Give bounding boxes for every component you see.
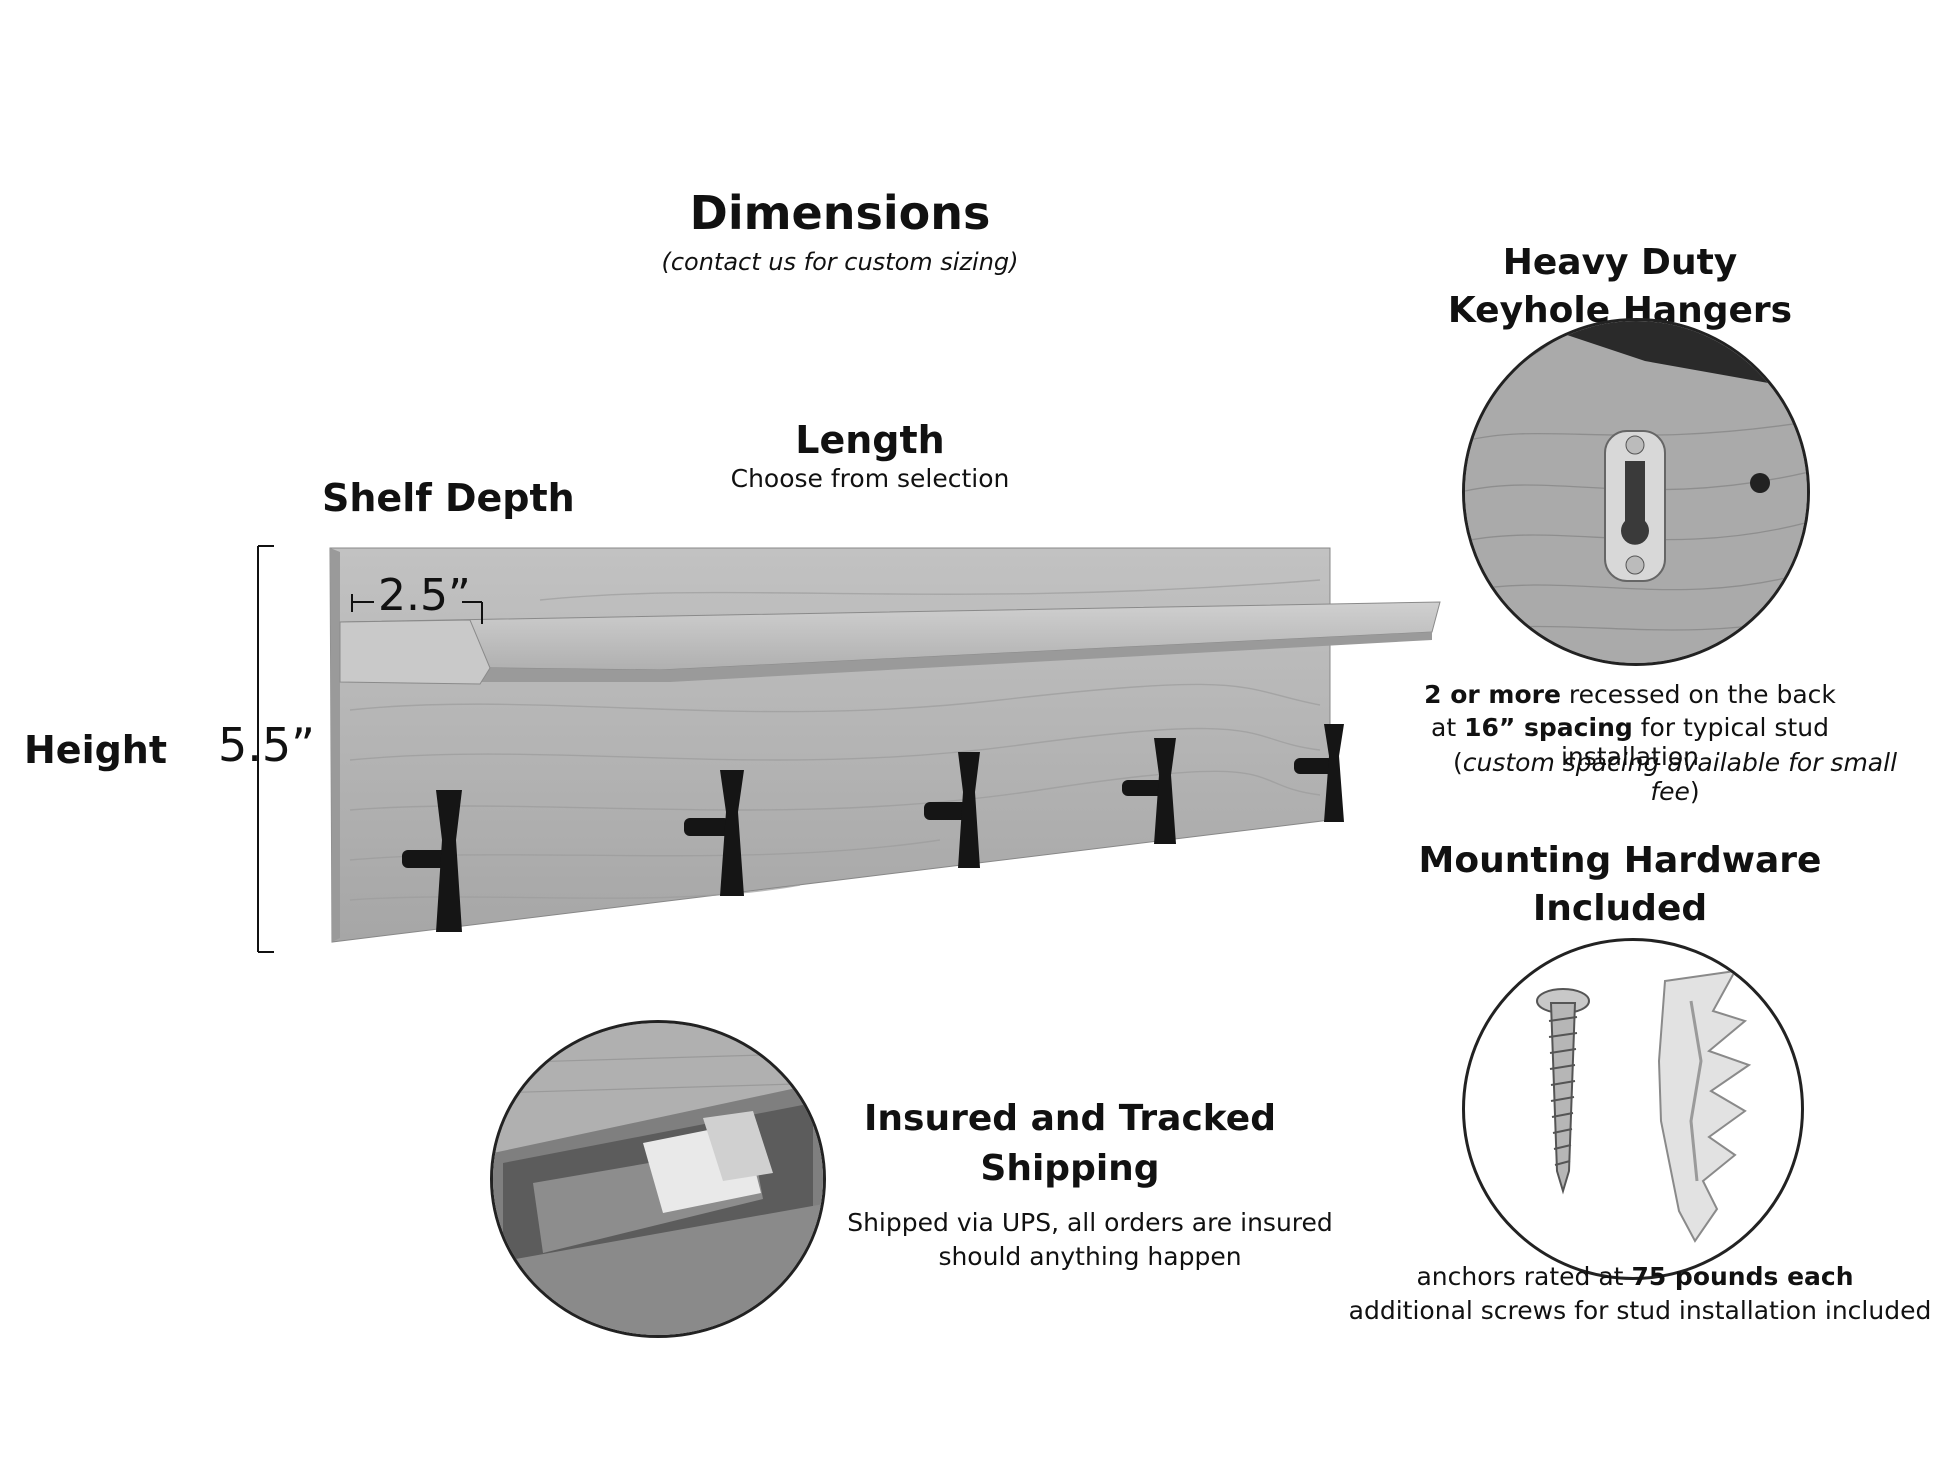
mounting-title-line2: Included [1532,888,1708,929]
length-title: Length [795,418,945,462]
shipping-title-line2: Shipping [980,1148,1160,1189]
keyhole-desc-line2: at 16” spacing for typical stud installa… [1360,713,1900,771]
keyhole-desc-line3: (custom spacing available for small fee) [1452,748,1898,806]
length-caption: Choose from selection [730,464,1010,493]
dimensions-title: Dimensions [689,186,991,240]
mounting-desc-line2: additional screws for stud installation … [1348,1296,1932,1325]
mounting-desc-line1: anchors rated at 75 pounds each [1360,1262,1910,1291]
coat-rack-shelf-illustration [257,545,1441,953]
shipping-title-line1: Insured and Tracked [864,1098,1276,1139]
keyhole-hanger-photo [1462,318,1810,666]
mounting-title-line1: Mounting Hardware [1418,840,1822,881]
package-photo-art [493,1023,823,1335]
shelf-depth-title: Shelf Depth [322,476,575,520]
keyhole-desc2-rest: for typical stud installation [1560,713,1829,771]
keyhole-desc-line1: 2 or more recessed on the back [1360,680,1900,709]
keyhole-desc3: custom spacing available for small fee [1462,748,1898,806]
shipping-desc-line2: should anything happen [938,1242,1242,1271]
shelf-depth-value: 2.5” [378,570,471,621]
height-value: 5.5” [218,718,315,772]
screw-and-anchor-photo [1462,938,1804,1280]
keyhole-desc2-bold: 16” spacing [1464,713,1633,742]
keyhole-photo-art [1465,321,1807,663]
keyhole-desc2-pre: at [1431,713,1465,742]
dimensions-subtitle: (contact us for custom sizing) [661,248,1019,276]
shipping-desc-line1: Shipped via UPS, all orders are insured [847,1208,1333,1237]
hardware-photo-art [1536,969,1752,1243]
shipping-box-photo [490,1020,826,1338]
keyhole-desc-rest: recessed on the back [1560,680,1836,709]
keyhole-desc-bold: 2 or more [1424,680,1561,709]
mounting-desc1-bold: 75 pounds each [1631,1262,1854,1291]
mounting-desc1-pre: anchors rated at [1416,1262,1632,1291]
keyhole-title-line1: Heavy Duty [1502,242,1738,283]
height-title: Height [24,728,168,772]
